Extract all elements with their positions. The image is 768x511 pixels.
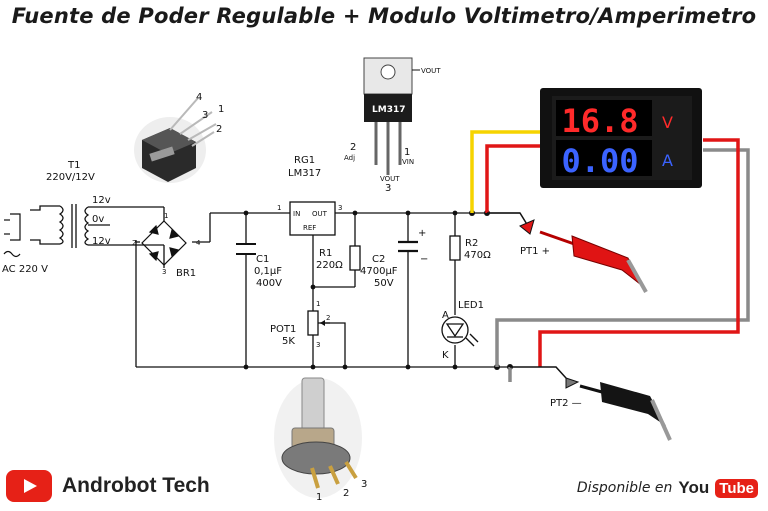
ac-label: AC 220 V [2,264,48,275]
led-symbol [441,316,479,347]
available-text: Disponible en [576,480,673,496]
youtube-availability: Disponible en You Tube [577,478,758,498]
voltage-readout: 16.8 [561,102,638,140]
pin-ref-label: REF [303,224,316,232]
pot-photo-pin2: 2 [343,488,349,499]
bridge-rectifier-symbol [141,220,187,266]
br-pin-1: 1 [164,212,168,220]
package-pin2: 2 [350,142,356,153]
tap-top-label: 12v [92,195,111,206]
package-pin1: 1 [404,147,410,158]
lm317-regulator-box [289,201,336,236]
c1-voltage: 400V [256,278,282,289]
rg1-part: LM317 [288,168,321,179]
t1-ref: T1 [67,160,80,171]
tap-mid-label: 0v [92,214,104,225]
br-pin-3: 3 [162,268,166,276]
lm317-package-drawing [363,57,420,175]
pin-out-label: OUT [312,210,328,218]
pot1-value: 5K [282,336,295,347]
br-pin-4: 4 [196,239,201,247]
volt-amp-meter [540,88,702,188]
pot-photo-pin3: 3 [361,479,367,490]
voltage-unit: V [662,113,673,132]
package-pin3: 3 [385,183,391,194]
c2-voltage: 50V [374,278,394,289]
r2-value: 470Ω [464,250,491,261]
pot1-symbol [307,310,319,336]
bridge-rectifier-photo: 43 1 2 [134,92,224,183]
led-anode: A [442,310,449,321]
pt2-arrow-icon [565,377,580,389]
package-marking: LM317 [372,105,405,115]
r1-value: 220Ω [316,260,343,271]
youtube-logo-icon [6,470,52,502]
pot-photo-pin1: 1 [316,492,322,503]
t1-rating: 220V/12V [46,172,95,183]
r1-resistor [349,245,361,271]
package-vout-bottom: VOUT [380,175,400,183]
meter-wires [470,130,750,382]
svg-text:1: 1 [218,104,224,115]
led-cathode: K [442,350,449,361]
current-readout: 0.00 [561,142,638,180]
diagram-title: Fuente de Poder Regulable + Modulo Volti… [11,4,757,28]
pot1-ref: POT1 [270,324,296,335]
c2-electrolytic-symbol [398,240,418,253]
pot1-pin1: 1 [316,300,320,308]
pt1-arrow-icon [519,219,535,235]
led-ref: LED1 [458,300,484,311]
current-unit: A [662,151,673,170]
svg-text:4: 4 [196,92,202,103]
circuit-wires [30,205,520,368]
black-alligator-clip-icon [579,382,672,441]
red-alligator-clip-icon [539,230,648,293]
r1-ref: R1 [319,248,332,259]
c2-ref: C2 [372,254,385,265]
pin1-number: 1 [277,204,281,212]
c2-plus: + [418,228,426,239]
youtube-tube: Tube [715,478,758,498]
pot1-pin2: 2 [326,314,330,322]
potentiometer-photo [274,377,362,498]
br1-ref: BR1 [176,268,196,279]
pt1-label: PT1 + [520,246,550,257]
pin3-number: 3 [338,204,342,212]
pot1-pin3: 3 [316,341,320,349]
package-vin: VIN [402,158,414,166]
package-vout-top: VOUT [421,67,441,75]
br-pin-2: 2 [132,239,136,247]
youtube-you: You [678,478,710,497]
package-adj: Adj [344,154,355,162]
junction-dots [243,210,513,370]
c1-ref: C1 [256,254,269,265]
ac-plug-icon [3,213,21,258]
c2-minus: − [420,254,428,265]
r2-resistor [449,235,461,261]
rg1-ref: RG1 [294,155,315,166]
pt2-label: PT2 — [550,398,582,409]
svg-text:3: 3 [202,110,208,121]
r2-ref: R2 [465,238,478,249]
brand-name: Androbot Tech [62,474,210,497]
transformer-symbol [58,204,90,248]
c2-value: 4700µF [360,266,398,277]
c1-value: 0,1µF [254,266,282,277]
svg-text:2: 2 [216,124,222,135]
brand-footer: Androbot Tech [6,470,210,502]
tap-bot-label: 12v [92,236,111,247]
c1-symbol [236,243,256,255]
pin-in-label: IN [293,210,300,218]
